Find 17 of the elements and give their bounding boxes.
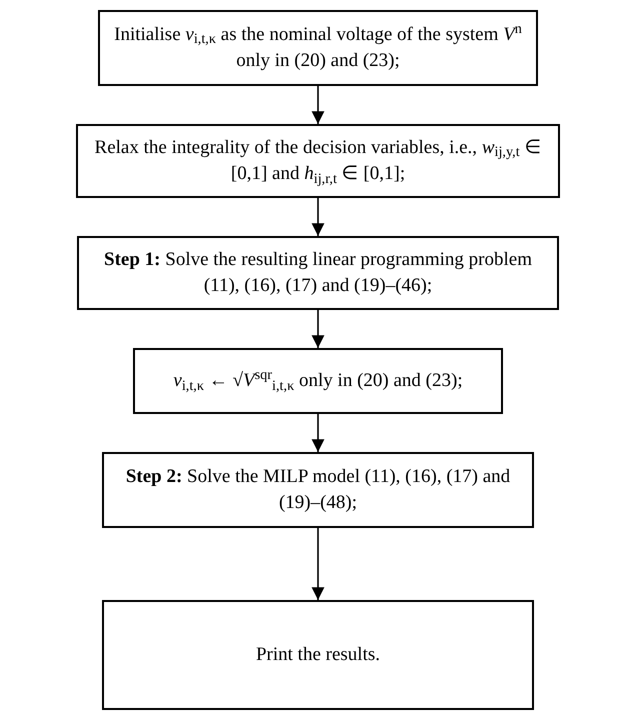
arrow [312, 414, 324, 452]
step-text: Relax the integrality of the decision variables, i.e., w$_{ij,y,t}$ ∈ [0,1] and h$_{ij,r,t}$ ∈ [0,1]; [94, 136, 542, 188]
step-text: Initialise v$_{i,t,κ}$ as the nominal voltage of the system V$^{n}$ only in (20) and (23); [113, 22, 523, 73]
arrow [312, 198, 324, 236]
arrow [312, 86, 324, 124]
arrow [312, 528, 324, 600]
arrow [312, 310, 324, 348]
process-box [76, 124, 560, 198]
process-box [77, 236, 559, 310]
process-box [98, 10, 538, 86]
step-text: Step 2: Solve the MILP model (11), (16), (17) and (19)–(48); [124, 464, 512, 515]
process-box [133, 348, 503, 414]
step-text: Print the results. [256, 642, 380, 667]
step-text: v$_{i,t,κ}$ ← √V$^{sqr}$$_{i,t,κ}$ only in (20) and (23); [173, 368, 463, 394]
step-text: Step 1: Solve the resulting linear programming problem (11), (16), (17) and (19)–(46); [103, 248, 533, 298]
process-box [102, 452, 534, 528]
process-box [102, 600, 534, 710]
